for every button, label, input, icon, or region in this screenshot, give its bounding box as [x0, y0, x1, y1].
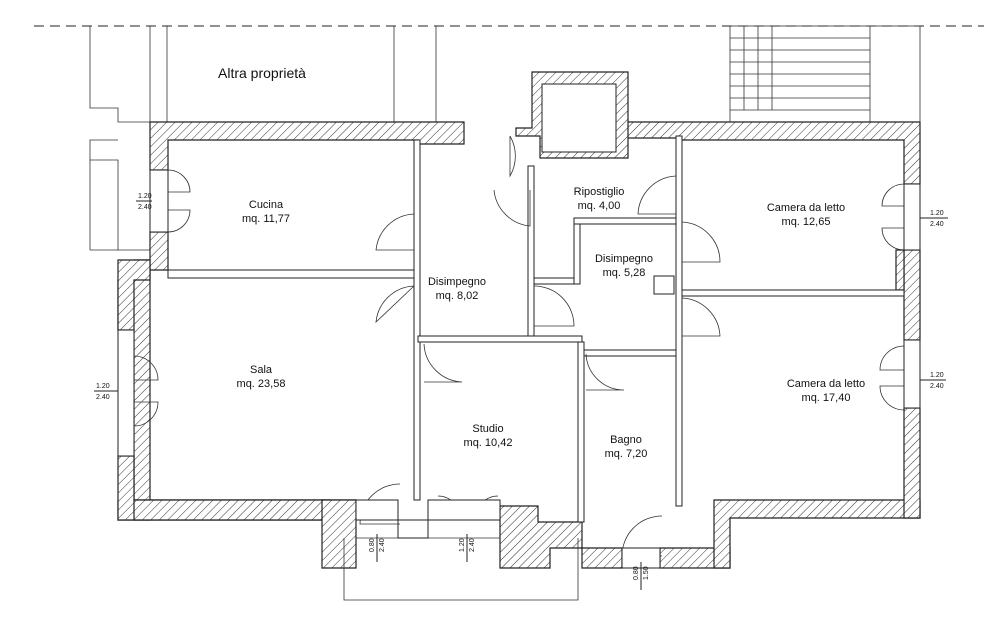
neighbour-outline — [89, 26, 437, 251]
windows — [117, 169, 921, 569]
interior-walls — [167, 135, 905, 539]
room-name: Camera da letto — [787, 378, 865, 390]
room-area: mq. 23,58 — [237, 378, 286, 390]
opening-width: 0.80 — [369, 538, 376, 552]
room-name: Cucina — [249, 199, 284, 211]
opening-height: 2.40 — [138, 204, 152, 211]
room-area: mq. 4,00 — [578, 200, 621, 212]
opening-width: 1.20 — [459, 538, 466, 552]
room-area: mq. 17,40 — [802, 392, 851, 404]
room-name: Studio — [472, 423, 503, 435]
room-area: mq. 11,77 — [242, 213, 290, 225]
room-labels: Cucina mq. 11,77 Disimpegno mq. 8,02 Rip… — [237, 186, 866, 460]
balcony-outline — [343, 538, 579, 601]
neighbour-property-label: Altra proprietà — [218, 65, 306, 81]
stairs — [729, 25, 921, 123]
room-name: Camera da letto — [767, 202, 845, 214]
opening-height: 2.40 — [930, 383, 944, 390]
opening-width: 1.20 — [96, 383, 110, 390]
room-name: Sala — [250, 364, 273, 376]
opening-height: 2.40 — [379, 538, 386, 552]
room-name: Bagno — [610, 434, 642, 446]
room-area: mq. 7,20 — [605, 448, 648, 460]
room-name: Disimpegno — [595, 253, 653, 265]
room-area: mq. 8,02 — [436, 290, 479, 302]
opening-height: 2.40 — [96, 394, 110, 401]
opening-height: 2.40 — [469, 538, 476, 552]
opening-height: 1.50 — [643, 566, 650, 580]
opening-dimensions: 1.20 2.40 1.20 2.40 1.20 2.40 1.20 2.40 … — [94, 193, 948, 590]
opening-width: 1.20 — [930, 210, 944, 217]
opening-width: 0.80 — [633, 566, 640, 580]
exterior-walls — [117, 71, 921, 569]
opening-width: 1.20 — [138, 193, 152, 200]
room-area: mq. 5,28 — [603, 267, 646, 279]
room-name: Disimpegno — [428, 276, 486, 288]
room-area: mq. 10,42 — [464, 437, 513, 449]
opening-width: 1.20 — [930, 372, 944, 379]
room-name: Ripostiglio — [574, 186, 625, 198]
room-area: mq. 12,65 — [782, 216, 831, 228]
opening-height: 2.40 — [930, 221, 944, 228]
